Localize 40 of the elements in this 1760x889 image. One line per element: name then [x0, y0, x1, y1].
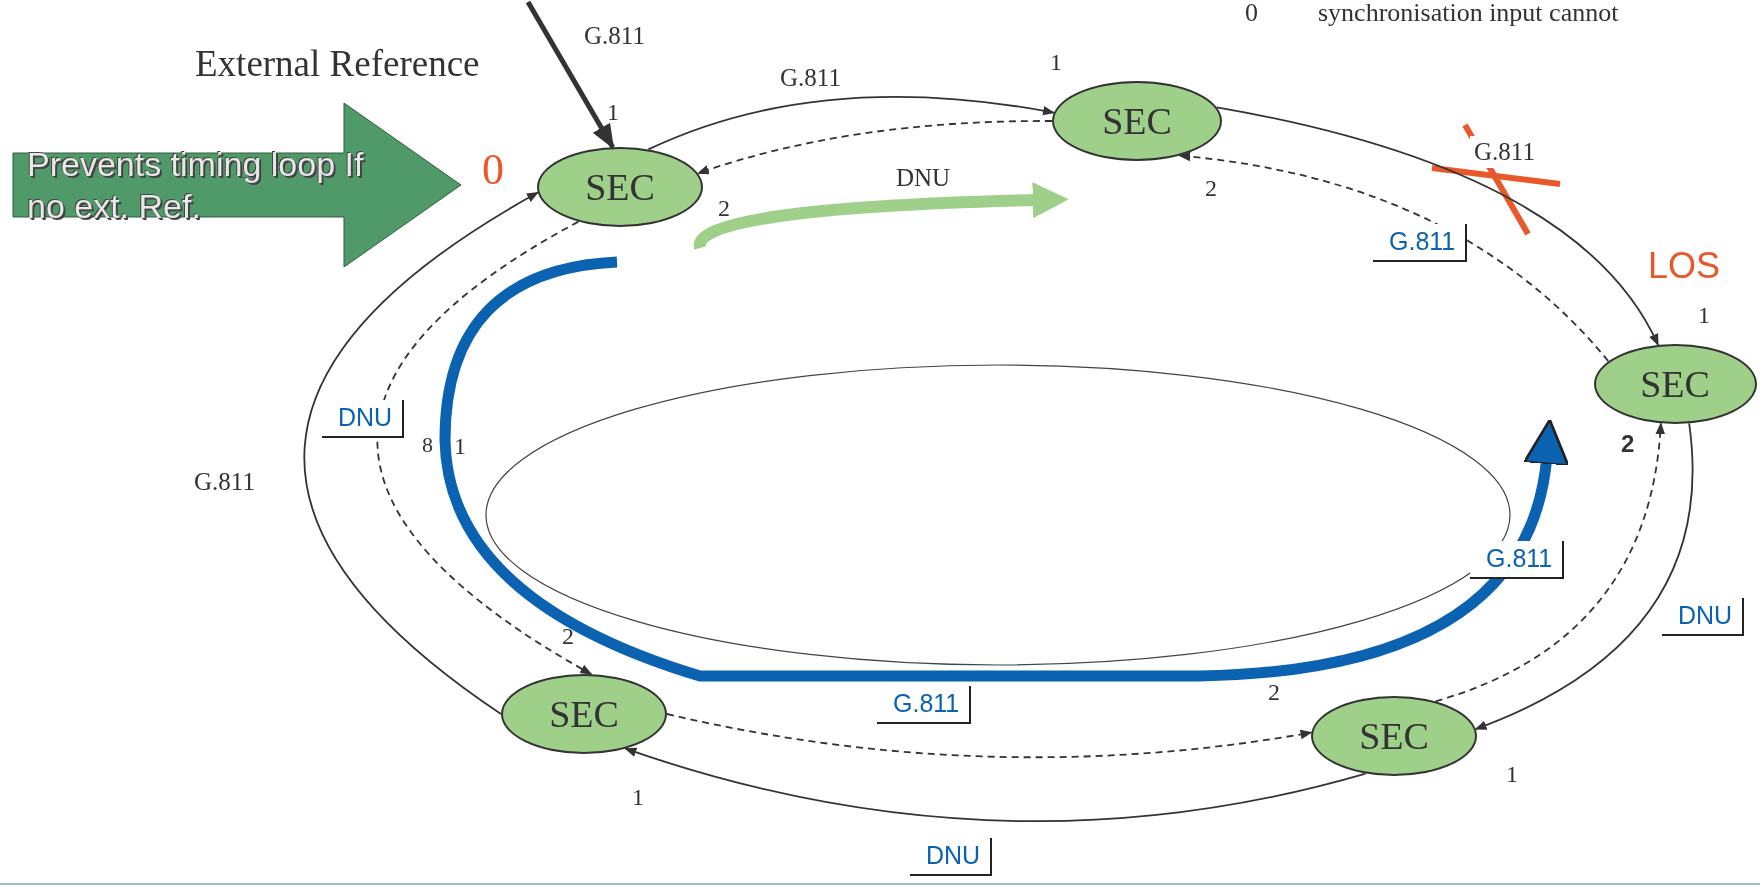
dashed-arrow: [1434, 422, 1665, 703]
edge-label: G.811: [1373, 224, 1468, 262]
port-number: 2: [562, 624, 574, 648]
dashed-arrow: [1178, 152, 1610, 362]
dashed-arrow: [376, 220, 593, 676]
port-number: 1: [1050, 50, 1062, 74]
port-number: 1: [607, 100, 619, 124]
reference-label: External Reference: [195, 45, 480, 82]
port-number: 1: [1698, 303, 1710, 327]
note-text: synchronisation input cannot: [1318, 0, 1619, 26]
arrow: [1474, 422, 1694, 730]
port-number: 2: [1268, 680, 1280, 704]
dashed-arrow: [696, 120, 1053, 175]
port-number: 2: [1205, 176, 1217, 200]
arrow: [1215, 106, 1659, 346]
sec-ellipse: SEC: [1593, 344, 1757, 424]
edge-label: DNU: [910, 838, 993, 876]
edge-label: G.811: [877, 686, 972, 724]
sec-ellipse: SEC: [1052, 81, 1222, 161]
sec-ellipse: SEC: [1311, 696, 1477, 776]
port-number: 2: [718, 196, 730, 220]
arrow: [303, 191, 539, 715]
dashed-arrow: [666, 713, 1313, 759]
arrow: [647, 96, 1056, 151]
edge-label: DNU: [322, 400, 405, 438]
status-label: LOS: [1648, 248, 1721, 284]
note-number: 0: [1245, 0, 1258, 26]
port-number: 1: [632, 785, 644, 809]
edge-label: G.811: [1470, 541, 1565, 579]
port-number: 8: [422, 434, 433, 456]
arrow: [624, 747, 1367, 822]
port-number: 1: [1506, 762, 1518, 786]
status-number: 0: [482, 148, 504, 192]
edge-label: DNU: [1662, 598, 1745, 636]
port-number: 1: [454, 434, 466, 458]
port-number: 2: [1621, 432, 1635, 456]
thick-arrow: [525, 0, 615, 150]
sec-ellipse: SEC: [537, 147, 703, 227]
sec-ellipse: SEC: [501, 674, 667, 754]
block-arrow: Prevents timing loop If no ext. Ref.: [9, 103, 461, 267]
